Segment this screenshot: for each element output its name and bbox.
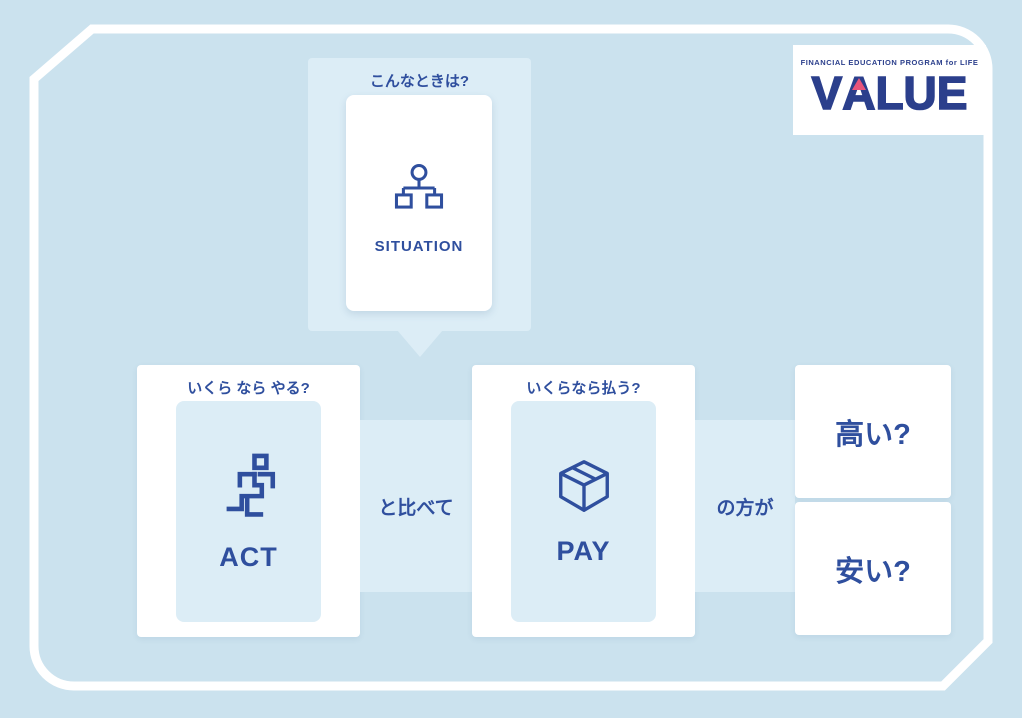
pay-card-label: PAY (556, 536, 611, 566)
pay-heading: いくらなら払う? (526, 380, 641, 397)
pay-card[interactable]: PAY (511, 401, 656, 622)
logo: FINANCIAL EDUCATION PROGRAM for LIFE V A… (793, 45, 986, 135)
situation-heading: こんなときは? (369, 73, 470, 90)
org-chart-icon (394, 163, 444, 209)
is-more-connector: の方が (695, 420, 795, 592)
compare-text: と比べて (378, 497, 454, 519)
act-card-label: ACT (219, 542, 278, 572)
logo-pink-triangle-icon (851, 78, 866, 90)
logo-brand: V A LUE (811, 67, 969, 119)
expensive-card[interactable]: 高い? (795, 365, 951, 498)
act-heading: いくら なら やる? (187, 380, 310, 397)
cheap-card[interactable]: 安い? (795, 502, 951, 635)
compare-connector: と比べて (360, 420, 472, 592)
running-person-icon (226, 453, 275, 517)
situation-card[interactable]: SITUATION (346, 95, 492, 311)
is-more-text: の方が (716, 497, 774, 519)
situation-bubble-panel: こんなときは? SITUATION (308, 58, 531, 357)
logo-letters-lue: LUE (875, 67, 969, 119)
logo-tagline: FINANCIAL EDUCATION PROGRAM for LIFE (800, 58, 979, 67)
expensive-label: 高い? (835, 418, 911, 451)
logo-letter-v: V (811, 67, 843, 119)
situation-card-label: SITUATION (374, 237, 464, 255)
act-panel: いくら なら やる? ACT (137, 365, 360, 637)
logo-letter-a: A (841, 67, 876, 119)
cheap-label: 安い? (835, 555, 911, 588)
package-box-icon (558, 460, 609, 512)
act-card[interactable]: ACT (176, 401, 321, 622)
bubble-tail (397, 330, 443, 357)
pay-panel: いくらなら払う? PAY (472, 365, 695, 637)
